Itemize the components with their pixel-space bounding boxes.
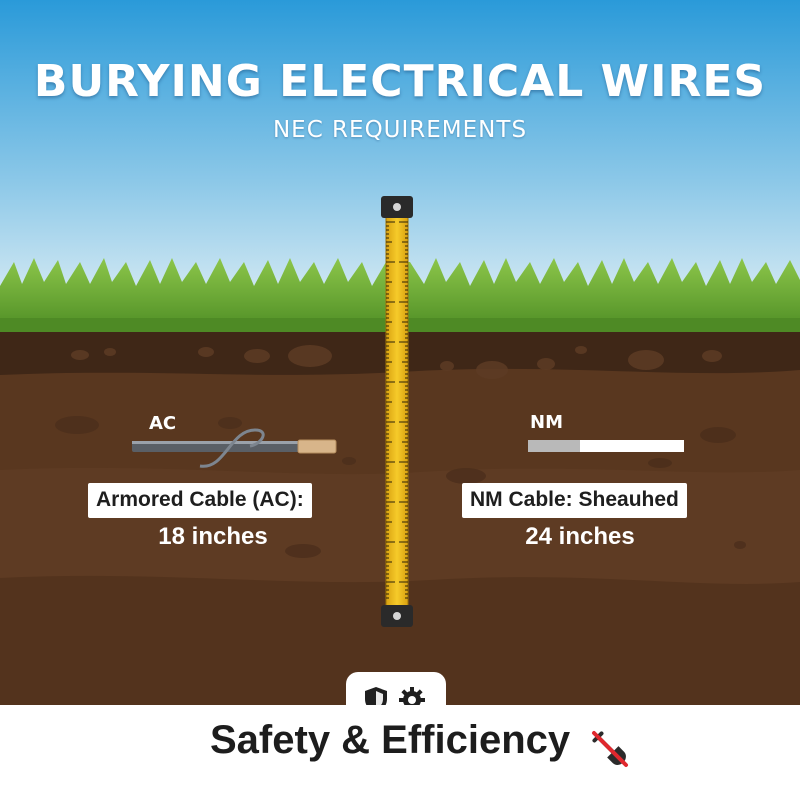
footer-text: Safety & Efficiency (210, 718, 571, 762)
soil-pebbles (71, 345, 722, 379)
page-title: BURYING ELECTRICAL WIRES (33, 56, 767, 107)
nm-cable-illustration (528, 440, 684, 452)
no-digging-shovel-icon (592, 731, 628, 767)
nm-cable-depth: 24 inches (525, 523, 635, 550)
ac-cable-name: Armored Cable (AC): (88, 483, 312, 518)
measuring-tape (381, 196, 413, 627)
nm-cable-name: NM Cable: Sheauhed (462, 483, 687, 518)
nm-cable-tag: NM (530, 412, 563, 433)
footer-bar (0, 705, 800, 800)
gear-icon (399, 687, 425, 713)
soil-bottom-layer (0, 575, 800, 720)
ac-cable-tag: AC (149, 413, 177, 434)
armored-cable-illustration (132, 428, 337, 468)
page-subtitle: NEC REQUIREMENTS (272, 117, 528, 143)
ac-cable-depth: 18 inches (158, 523, 268, 550)
